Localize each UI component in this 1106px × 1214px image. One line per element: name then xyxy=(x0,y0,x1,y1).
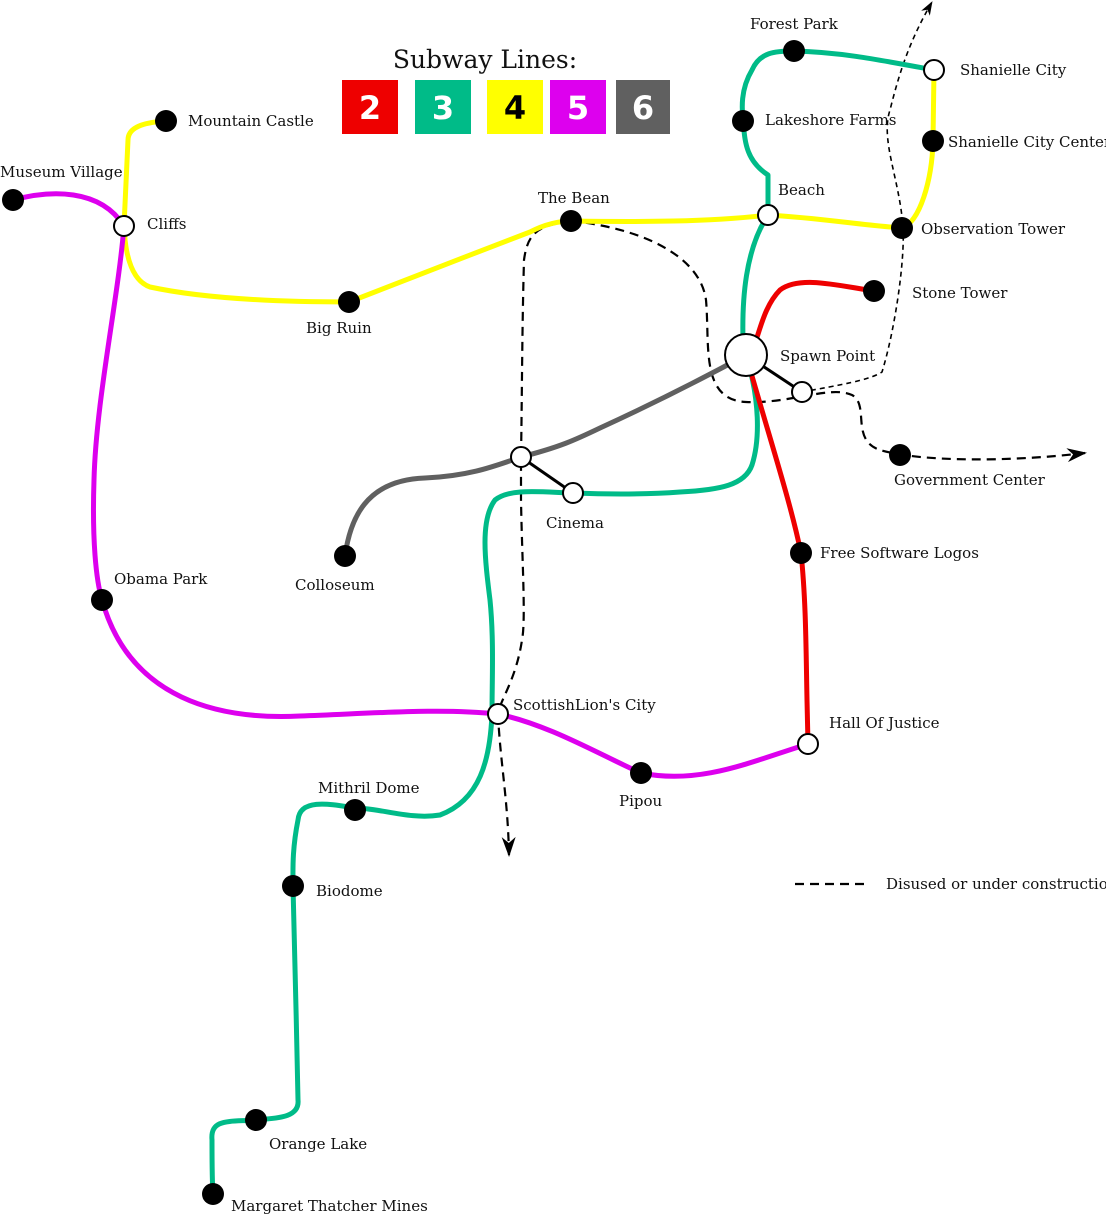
line-badge-6: 6 xyxy=(616,80,670,134)
line-badge-2: 2 xyxy=(342,80,398,134)
station-big-ruin[interactable] xyxy=(338,291,360,313)
station-museum-village[interactable] xyxy=(2,189,24,211)
label-forest-park: Forest Park xyxy=(750,15,839,33)
badge-bg xyxy=(616,80,670,134)
route-line-2 xyxy=(743,279,877,747)
label-government-center: Government Center xyxy=(894,471,1046,489)
badge-bg xyxy=(342,80,398,134)
route-line-5 xyxy=(10,191,811,779)
label-margaret-thatcher-mines: Margaret Thatcher Mines xyxy=(231,1197,428,1214)
label-hall-of-justice: Hall Of Justice xyxy=(829,714,940,732)
station-spawn-point[interactable] xyxy=(724,333,768,377)
station-free-software-logos[interactable] xyxy=(790,542,812,564)
line-badge-3: 3 xyxy=(415,80,471,134)
station-beach[interactable] xyxy=(757,204,779,226)
station-cliffs[interactable] xyxy=(113,215,135,237)
legend-title: Subway Lines: xyxy=(393,45,577,74)
label-cinema: Cinema xyxy=(546,514,604,532)
station-pipou[interactable] xyxy=(630,762,652,784)
route-line-3 xyxy=(209,48,937,1197)
label-big-ruin: Big Ruin xyxy=(306,319,372,337)
label-colloseum: Colloseum xyxy=(295,576,375,594)
label-shanielle-city: Shanielle City xyxy=(960,61,1067,79)
badge-number: 3 xyxy=(432,89,454,127)
label-observation-tower: Observation Tower xyxy=(921,220,1066,238)
station-margaret-thatcher-mines[interactable] xyxy=(202,1183,224,1205)
station-cinema-annex[interactable] xyxy=(510,446,532,468)
disused-track-bean-south xyxy=(496,219,572,857)
label-beach: Beach xyxy=(778,181,825,199)
station-stone-tower[interactable] xyxy=(863,280,885,302)
station-biodome[interactable] xyxy=(282,875,304,897)
label-biodome: Biodome xyxy=(316,882,383,900)
label-cliffs: Cliffs xyxy=(147,215,186,233)
label-orange-lake: Orange Lake xyxy=(269,1135,367,1153)
line-badge-4: 4 xyxy=(487,80,543,134)
label-scottishlions-city: ScottishLion's City xyxy=(513,696,656,714)
station-colloseum[interactable] xyxy=(334,545,356,567)
label-lakeshore-farms: Lakeshore Farms xyxy=(765,111,897,129)
station-labels: Forest Park Shanielle City Lakeshore Far… xyxy=(0,15,1106,1214)
label-mithril-dome: Mithril Dome xyxy=(318,779,420,797)
route-line-4 xyxy=(121,67,937,305)
station-hall-of-justice[interactable] xyxy=(797,733,819,755)
disused-legend-label: Disused or under construction xyxy=(886,875,1106,893)
label-free-software-logos: Free Software Logos xyxy=(820,544,979,562)
badge-number: 2 xyxy=(359,89,381,127)
label-museum-village: Museum Village xyxy=(0,163,123,181)
station-lakeshore-farms[interactable] xyxy=(732,110,754,132)
station-orange-lake[interactable] xyxy=(245,1109,267,1131)
station-shanielle-city[interactable] xyxy=(923,59,945,81)
station-government-center[interactable] xyxy=(889,444,911,466)
badge-number: 4 xyxy=(504,89,526,127)
badge-bg xyxy=(550,80,606,134)
station-spawn-point-annex[interactable] xyxy=(791,381,813,403)
station-forest-park[interactable] xyxy=(783,40,805,62)
station-shanielle-city-center[interactable] xyxy=(922,130,944,152)
legend: Subway Lines: 2 3 4 5 6 Disused or under… xyxy=(342,45,1106,893)
line-badge-5: 5 xyxy=(550,80,606,134)
stations-interchange xyxy=(113,59,945,755)
label-stone-tower: Stone Tower xyxy=(912,284,1008,302)
station-scottishlions-city[interactable] xyxy=(487,703,509,725)
badge-number: 5 xyxy=(567,89,589,127)
badge-bg xyxy=(415,80,471,134)
label-shanielle-city-center: Shanielle City Center xyxy=(948,133,1106,151)
station-mountain-castle[interactable] xyxy=(155,110,177,132)
badge-number: 6 xyxy=(632,89,654,127)
label-pipou: Pipou xyxy=(619,792,663,810)
station-cinema[interactable] xyxy=(562,482,584,504)
badge-bg xyxy=(487,80,543,134)
stations-regular xyxy=(2,40,944,1205)
station-obama-park[interactable] xyxy=(91,589,113,611)
label-the-bean: The Bean xyxy=(538,189,610,207)
station-mithril-dome[interactable] xyxy=(344,799,366,821)
label-mountain-castle: Mountain Castle xyxy=(188,112,314,130)
station-the-bean[interactable] xyxy=(560,210,582,232)
disused-track-bean-spawn xyxy=(570,219,1087,463)
label-spawn-point: Spawn Point xyxy=(780,347,875,365)
label-obama-park: Obama Park xyxy=(114,570,208,588)
station-observation-tower[interactable] xyxy=(891,217,913,239)
